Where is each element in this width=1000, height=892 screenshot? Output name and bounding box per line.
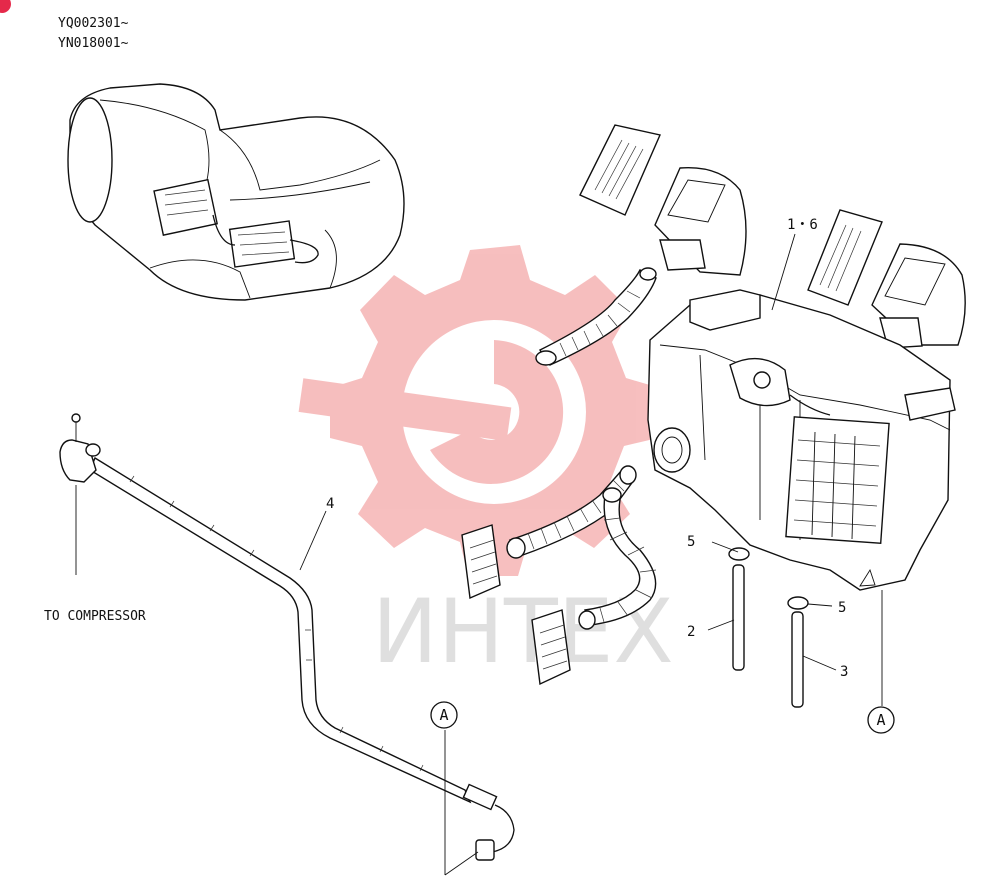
cab-overview-illustration	[67, 83, 405, 301]
reference-mark-a-left: A	[430, 701, 458, 729]
corrugated-duct-lower-right	[578, 487, 657, 630]
serial-number-1: YQ002301~	[58, 16, 129, 31]
drain-hose-right	[787, 596, 809, 708]
corner-marker	[0, 0, 11, 13]
leader-lines	[75, 233, 883, 876]
watermark-text: ИНТЕХ	[372, 580, 674, 683]
callout-pipe: 4	[326, 496, 334, 512]
callout-clamp-right: 5	[838, 600, 846, 616]
watermark-gear-icon	[298, 245, 660, 576]
reference-mark-a-right: A	[867, 706, 895, 734]
reference-mark-a-right-label: A	[876, 711, 885, 729]
reference-mark-a-left-label: A	[439, 706, 448, 724]
refrigerant-pipe	[59, 413, 515, 861]
callout-hose-left: 2	[687, 624, 695, 640]
callout-assembly: 1・6	[787, 217, 818, 233]
vent-duct-right	[871, 243, 966, 349]
to-compressor-label: TO COMPRESSOR	[44, 609, 146, 624]
vent-louver-lower-right	[531, 609, 571, 686]
serial-number-2: YN018001~	[58, 36, 129, 51]
callout-clamp-left: 5	[687, 534, 695, 550]
vent-duct-upper	[654, 166, 747, 276]
clamp-left	[728, 547, 750, 561]
vent-louver-upper-left	[579, 124, 661, 216]
clamp-right	[787, 596, 809, 610]
vent-louver-lower-left	[461, 524, 501, 600]
corrugated-duct-lower-left	[506, 465, 637, 559]
callout-hose-right: 3	[840, 664, 848, 680]
corrugated-duct-upper	[535, 267, 657, 366]
vent-louver-upper-right	[807, 209, 883, 306]
drain-hose-left	[728, 547, 750, 671]
heater-unit-assembly	[647, 289, 956, 591]
